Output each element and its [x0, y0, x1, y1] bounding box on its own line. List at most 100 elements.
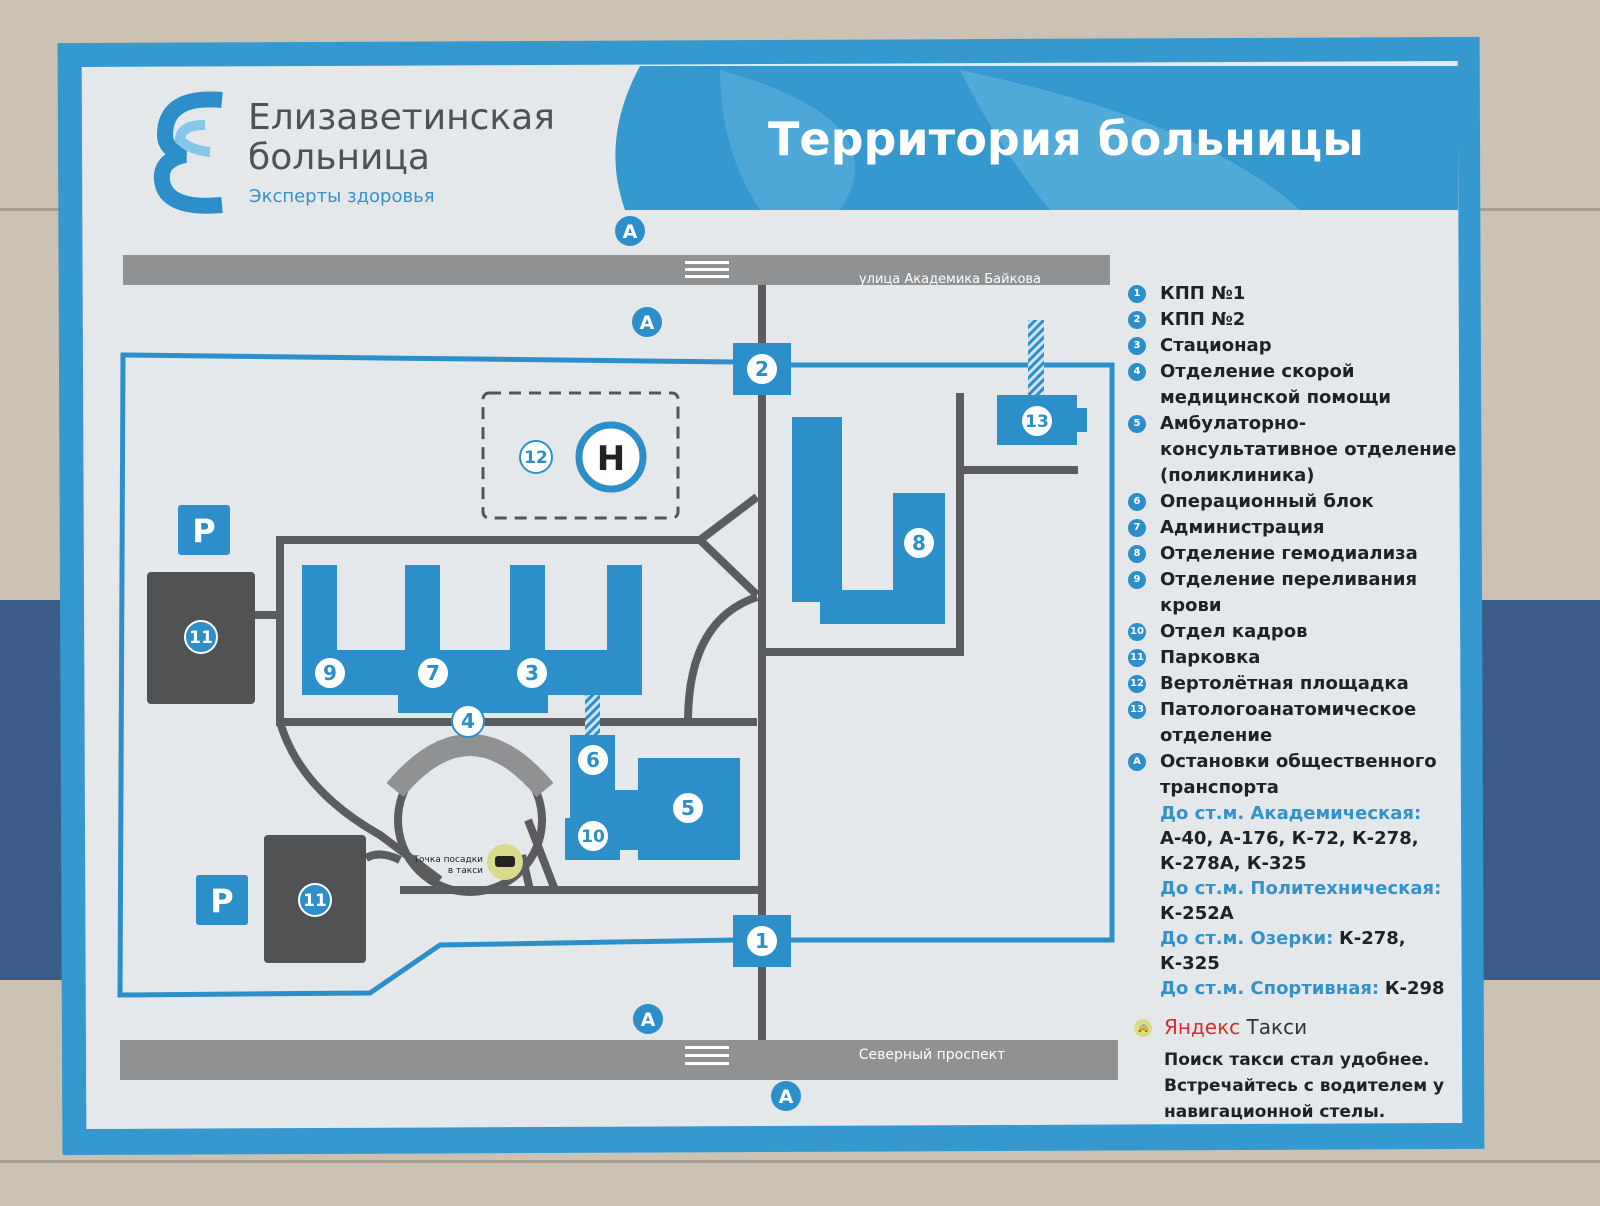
ambulance-canopy [386, 734, 554, 798]
legend-item: 3 Стационар [1128, 333, 1468, 359]
taxi-brand: Яндекс [1164, 1015, 1241, 1039]
bus-stop-circle [633, 1004, 663, 1034]
marker-12-label: 12 [524, 448, 548, 468]
wall-seam [0, 1160, 1600, 1163]
marker-6-circle [576, 743, 610, 777]
legend-item-label: Патологоанатомическое отделение [1160, 699, 1417, 746]
street-top-label: улица Академика Байкова [859, 272, 1041, 287]
marker-11-circle [298, 883, 332, 917]
legend-item-label: КПП №1 [1160, 283, 1246, 304]
taxi-promo-text: Поиск такси стал удобнее. Встречайтесь с… [1164, 1050, 1445, 1122]
route-destination: До ст.м. Озерки: [1160, 928, 1334, 949]
route-buses: К-298 [1384, 978, 1445, 999]
marker-8-label: 8 [912, 531, 926, 555]
legend-marker-icon: 11 [1128, 649, 1146, 667]
legend-item-label: Парковка [1160, 647, 1261, 668]
parking-letter: P [210, 882, 233, 920]
marker-10-circle [576, 819, 610, 853]
legend-item-label: Операционный блок [1160, 491, 1374, 512]
legend-marker-icon: A [1128, 753, 1146, 771]
marker-9-circle [313, 656, 347, 690]
marker-2-label: 2 [755, 357, 769, 381]
legend-item-label: Отдел кадров [1160, 621, 1308, 642]
territory-boundary [117, 352, 1115, 998]
legend-item: 2 КПП №2 [1128, 307, 1468, 333]
legend-item-label: Отделение скорой медицинской помощи [1160, 361, 1391, 408]
legend-marker-icon: 13 [1128, 701, 1146, 719]
bus-stop-label: A [779, 1086, 794, 1108]
legend-item: 13 Патологоанатомическое отделение [1128, 697, 1468, 749]
marker-4-label: 4 [461, 709, 475, 733]
legend-marker-icon: 3 [1128, 337, 1146, 355]
marker-9-label: 9 [323, 661, 337, 685]
hospital-name-line: больница [248, 137, 430, 178]
hospital-name-line: Елизаветинская [248, 97, 555, 138]
legend-marker-icon: 9 [1128, 571, 1146, 589]
legend-item-label: Амбулаторно-консультативное отделение (п… [1160, 413, 1457, 486]
bus-stop-circle [615, 216, 645, 246]
connector-passage [585, 695, 600, 735]
hospital-logo [153, 91, 223, 214]
marker-1-circle [745, 924, 779, 958]
marker-11-label: 11 [303, 891, 327, 911]
legend-item-label: Вертолётная площадка [1160, 673, 1409, 694]
street-top [123, 255, 1110, 285]
route-buses: А-40, А-176, К-72, К-278, К-278А, К-325 [1160, 828, 1419, 874]
bus-stop-label: A [640, 312, 655, 334]
legend-item-label: КПП №2 [1160, 309, 1246, 330]
taxi-point-label: Точка посадки [413, 855, 484, 865]
route-buses: К-278, К-325 [1160, 928, 1406, 974]
marker-8-circle [902, 526, 936, 560]
parking-letter: P [192, 512, 215, 550]
yandex-taxi-logo: 🚕 Яндекс Такси [1128, 1015, 1468, 1039]
legend-item-label: Остановки общественного транспорта [1160, 751, 1437, 798]
taxi-car-glyph [495, 856, 515, 867]
taxi-brand: Такси [1246, 1015, 1308, 1039]
hospital-tagline: Эксперты здоровья [249, 186, 435, 207]
marker-5-label: 5 [681, 796, 695, 820]
legend-item: 4 Отделение скорой медицинской помощи [1128, 359, 1468, 411]
marker-11-label: 11 [189, 628, 213, 648]
marker-13-label: 13 [1025, 412, 1049, 432]
marker-7-label: 7 [426, 661, 440, 685]
morgue-passage [1028, 320, 1044, 395]
taxi-icon: 🚕 [1134, 1019, 1152, 1037]
bus-route: До ст.м. Академическая: А-40, А-176, К-72… [1160, 801, 1468, 876]
crosswalk [685, 261, 729, 1065]
helipad-letter: H [597, 439, 625, 479]
main-building [302, 565, 642, 713]
marker-11-circle [184, 620, 218, 654]
legend-marker-icon: 4 [1128, 363, 1146, 381]
helipad-area [481, 391, 680, 520]
legend-item-label: Стационар [1160, 335, 1272, 356]
legend-marker-icon: 6 [1128, 493, 1146, 511]
route-destination: До ст.м. Политехническая: [1160, 878, 1442, 899]
legend-item: A Остановки общественного транспорта [1128, 749, 1468, 801]
internal-roads [255, 285, 1078, 1040]
marker-7-circle [416, 656, 450, 690]
bus-stop-circle [771, 1081, 801, 1111]
marker-5-circle [671, 791, 705, 825]
marker-3-label: 3 [525, 661, 539, 685]
legend-item-label: Отделение гемодиализа [1160, 543, 1418, 564]
legend-marker-icon: 8 [1128, 545, 1146, 563]
morgue-building-tab [1075, 408, 1087, 432]
marker-4-circle [451, 704, 485, 738]
bus-stop-label: A [623, 221, 638, 243]
marker-6-label: 6 [586, 748, 600, 772]
legend-marker-icon: 2 [1128, 311, 1146, 329]
legend-item: 11 Парковка [1128, 645, 1468, 671]
street-bottom-label: Северный проспект [859, 1047, 1006, 1063]
marker-2-circle [745, 352, 779, 386]
marker-13-circle [1020, 404, 1054, 438]
bus-route: До ст.м. Спортивная: К-298 [1160, 976, 1468, 1001]
legend-item: 8 Отделение гемодиализа [1128, 541, 1468, 567]
route-destination: До ст.м. Академическая: [1160, 803, 1422, 824]
bus-route: До ст.м. Политехническая:К-252А [1160, 876, 1468, 926]
